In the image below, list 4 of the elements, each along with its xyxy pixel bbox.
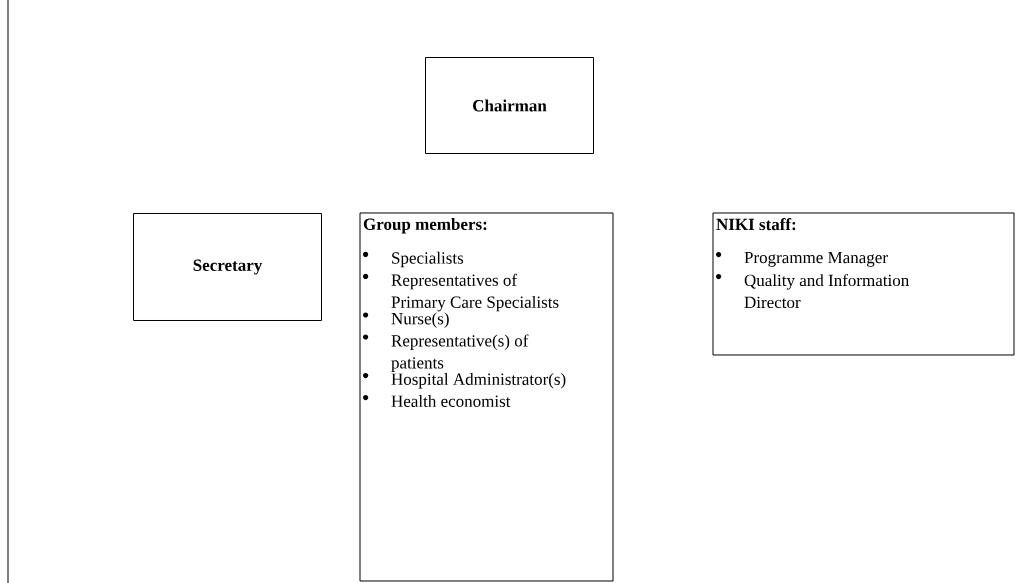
role-box: Chairman xyxy=(425,57,594,154)
role-box: Secretary xyxy=(133,213,322,321)
member-list-box: Group members: Specialists Representatives of Primary Care Specialists Nurse(s) Representative(s) of patients Hospital Administrator(s) Health economist xyxy=(359,212,614,582)
member-list-box: NIKI staff: Programme Manager Quality and Information Director xyxy=(712,212,1015,356)
